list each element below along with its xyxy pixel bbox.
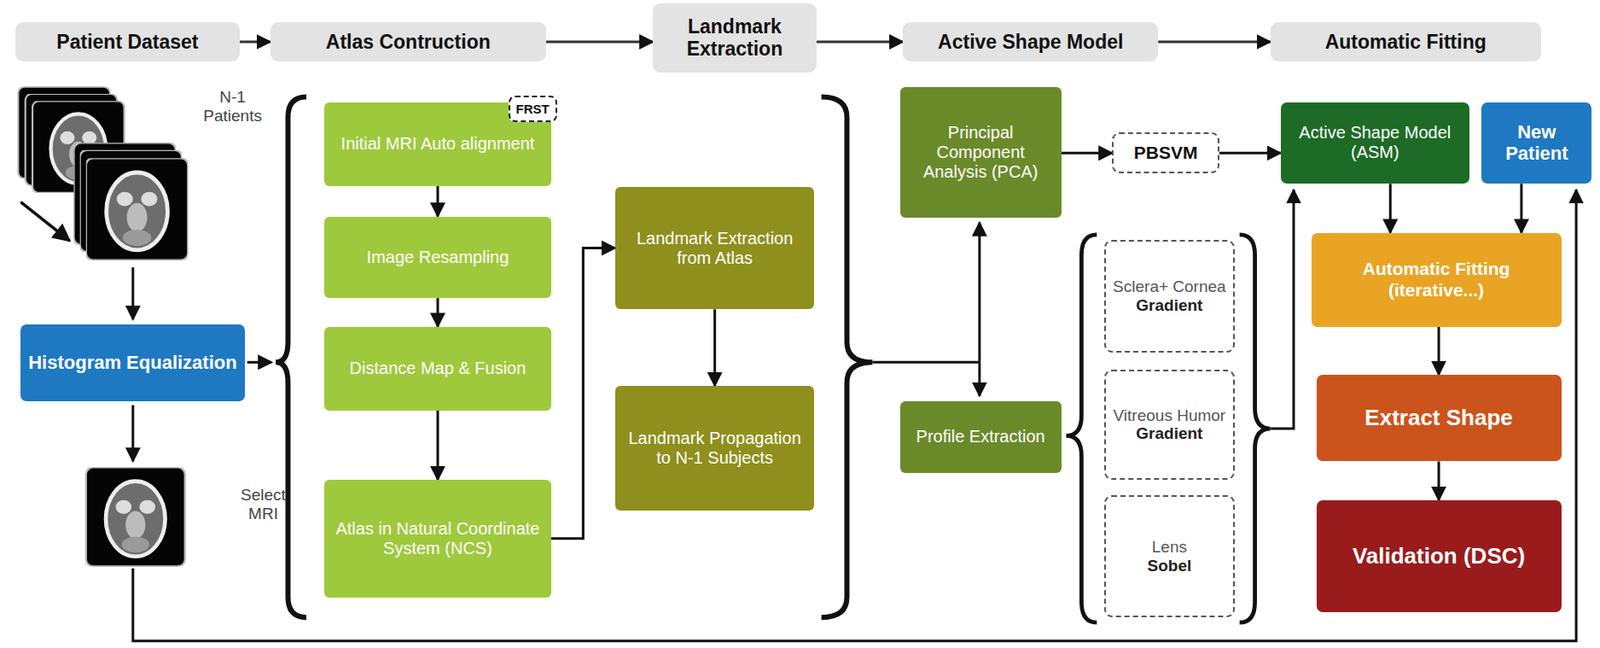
stage-header: Atlas Contruction (270, 22, 547, 61)
flow-arrow (713, 308, 716, 386)
flow-arrow (816, 40, 904, 44)
brace (1239, 234, 1271, 623)
mri-slice (86, 157, 189, 261)
process-box: Active Shape Model (ASM) (1280, 102, 1470, 185)
annotation-label: N-1 Patients (192, 87, 274, 126)
flow-arrow (247, 360, 273, 364)
fork-arrow (977, 222, 981, 363)
flow-arrow (436, 297, 439, 326)
node-text: Principal Component Analysis (PCA) (907, 122, 1055, 182)
node-text: PBSVM (1134, 142, 1199, 163)
flow-arrow (436, 186, 439, 217)
process-box: Image Resampling (324, 216, 551, 299)
profile-box: Sclera+ CorneaGradient (1104, 239, 1235, 353)
node-text: Initial MRI Auto alignment (341, 133, 536, 154)
node-text: Extract Shape (1364, 405, 1513, 431)
flow-arrow (1061, 151, 1113, 155)
flow-arrow (1219, 151, 1281, 155)
node-text: Lens (1152, 537, 1187, 557)
node-text: New Patient (1488, 121, 1585, 165)
node-text: Automatic Fitting (1325, 30, 1487, 53)
flow-arrow (436, 410, 439, 480)
node-text: Patient Dataset (56, 30, 198, 53)
node-text: Atlas in Natural Coordinate System (NCS) (331, 518, 544, 559)
flow-arrow (131, 405, 134, 462)
process-box: Principal Component Analysis (PCA) (900, 87, 1062, 218)
flow-arrow (546, 40, 654, 44)
annotation-label: Select MRI (226, 485, 300, 524)
node-text: Active Shape Model (937, 30, 1123, 53)
node-text: Gradient (1135, 424, 1203, 443)
fork-line (872, 360, 980, 364)
node-text: Automatic Fitting (iterative...) (1318, 258, 1555, 300)
brace (821, 97, 873, 618)
flow-arrow (131, 267, 134, 320)
node-text: Vitreous Humor (1113, 406, 1227, 425)
process-box: Distance Map & Fusion (324, 326, 551, 411)
selected-mri (86, 466, 186, 566)
node-text: Landmark Extraction from Atlas (622, 228, 808, 268)
stage-header: Active Shape Model (902, 22, 1158, 61)
method-tag: PBSVM (1111, 132, 1220, 174)
result-box: Validation (DSC) (1316, 500, 1562, 613)
process-box: Histogram Equalization (20, 324, 245, 402)
flow-arrow (1437, 326, 1441, 375)
node-text: Gradient (1135, 296, 1203, 315)
process-box: Profile Extraction (900, 401, 1062, 473)
stage-header: Automatic Fitting (1270, 22, 1542, 61)
brace (275, 97, 307, 618)
node-text: Sobel (1147, 556, 1193, 576)
node-text: Active Shape Model (ASM) (1287, 122, 1463, 163)
flow-arrow (1437, 460, 1441, 500)
fork-arrow (977, 361, 981, 396)
process-box: Extract Shape (1316, 374, 1562, 462)
profile-box: Vitreous HumorGradient (1104, 369, 1235, 480)
node-text: Image Resampling (366, 247, 510, 268)
process-box: Landmark Extraction from Atlas (615, 186, 815, 309)
flow-arrow (1270, 189, 1294, 429)
flow-arrow (1519, 183, 1523, 233)
flow-arrow (1389, 183, 1392, 233)
brace (1065, 234, 1097, 623)
stack-arrow (20, 202, 70, 241)
input-box: New Patient (1481, 102, 1592, 185)
return-line (133, 189, 1577, 640)
node-text: Histogram Equalization (28, 351, 237, 373)
method-tag: FRST (508, 95, 558, 123)
stage-header: Landmark Extraction (652, 3, 816, 73)
flow-arrow (551, 248, 616, 539)
process-box: Automatic Fitting (iterative...) (1311, 232, 1562, 327)
node-text: FRST (516, 101, 550, 117)
stage-header: Patient Dataset (15, 22, 240, 61)
node-text: Profile Extraction (916, 426, 1046, 447)
node-text: Landmark Extraction (659, 15, 809, 61)
flow-arrow (1157, 40, 1271, 44)
node-text: Validation (DSC) (1352, 543, 1525, 570)
flow-arrow (239, 40, 271, 44)
node-text: Atlas Contruction (325, 30, 491, 53)
process-box: Atlas in Natural Coordinate System (NCS) (324, 479, 551, 598)
process-box: Landmark Propagation to N-1 Subjects (615, 385, 815, 511)
node-text: Landmark Propagation to N-1 Subjects (622, 428, 808, 468)
node-text: Distance Map & Fusion (349, 358, 527, 379)
profile-box: LensSobel (1104, 494, 1235, 617)
node-text: Sclera+ Cornea (1112, 277, 1227, 297)
